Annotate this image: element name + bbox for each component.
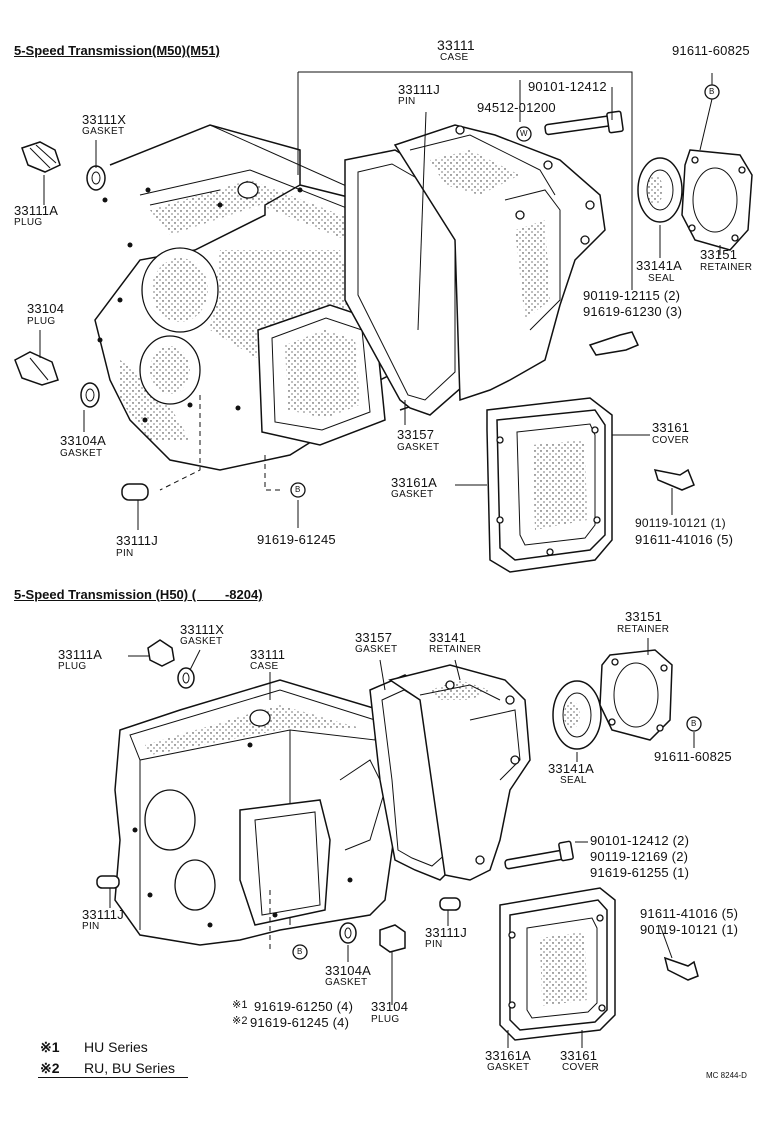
retainer151-bottom-pn: 33151 <box>625 609 663 624</box>
bolt-c-top: 90119-10121 (1) <box>635 516 726 530</box>
retainer-top-nm: RETAINER <box>700 262 753 273</box>
note1-pn: 91619-61250 (4) <box>254 999 354 1014</box>
pin-right-bottom-nm: PIN <box>425 939 443 950</box>
seal-bottom-pn: 33141A <box>548 761 595 776</box>
gasket-x-top-nm: GASKET <box>82 126 125 137</box>
seal-top-pn: 33141A <box>636 258 683 273</box>
case-bottom-pn: 33111 <box>250 647 286 662</box>
case-top-nm: CASE <box>440 52 469 63</box>
b-badge2-bottom: B <box>297 947 303 956</box>
gasket-x-bottom-nm: GASKET <box>180 636 223 647</box>
bolt-d-top: 91611-41016 (5) <box>635 532 734 547</box>
plug-a-bottom-nm: PLUG <box>58 661 87 672</box>
note2-pn: 91619-61245 (4) <box>250 1015 350 1030</box>
legend-underline <box>38 1077 188 1078</box>
case-bottom-drawing <box>114 679 396 946</box>
plug-a-bottom-pn: 33111A <box>58 647 103 662</box>
pin2-top-pn: 33111J <box>116 533 158 548</box>
gasket157-bottom-nm: GASKET <box>355 644 398 655</box>
retainer-bolt-top-pn: 91611-60825 <box>672 43 750 58</box>
washer-badge: W <box>520 129 528 138</box>
pin2-top-nm: PIN <box>116 548 134 559</box>
gasket-x-bottom-pn: 33111X <box>180 622 225 637</box>
gasket157-top-nm: GASKET <box>397 442 440 453</box>
plug-bottom-nm: PLUG <box>371 1014 400 1025</box>
seal-top-nm: SEAL <box>648 273 675 284</box>
retainer141-bottom-pn: 33141 <box>429 630 467 645</box>
footer-code: MC 8244-D <box>706 1071 747 1080</box>
plug-bottom-pn: 33104 <box>371 999 409 1014</box>
plug-top-pn: 33104 <box>27 301 65 316</box>
b-badge-bottom: B <box>691 719 697 728</box>
bolt-a-bottom: 90101-12412 (2) <box>590 833 690 848</box>
gasket-a-top-nm: GASKET <box>60 448 103 459</box>
cover-bottom-pn: 33161 <box>560 1048 598 1063</box>
bolt-c-bottom: 91619-61255 (1) <box>590 865 690 880</box>
cover-bottom-nm: COVER <box>562 1062 600 1073</box>
leader-lines-bottom <box>109 638 695 1048</box>
legend-text-2: RU, BU Series <box>84 1060 176 1076</box>
b-badge-top: B <box>709 87 715 96</box>
small-parts-top-drawing <box>14 84 720 501</box>
bolt-e-bottom: 90119-10121 (1) <box>640 922 739 937</box>
case-top-pn: 33111 <box>437 37 475 53</box>
b-badge2-top: B <box>295 485 301 494</box>
bolt-b-top: 91619-61230 (3) <box>583 304 683 319</box>
cgasket-top-pn: 33161A <box>391 475 438 490</box>
cover-top-pn: 33161 <box>652 420 690 435</box>
gasket-a-top-pn: 33104A <box>60 433 107 448</box>
legend-mark-1: ※1 <box>40 1039 60 1055</box>
cover-33161-bottom-drawing <box>499 887 616 1041</box>
extension-housing-top-drawing <box>393 124 606 402</box>
b-bottom-pn: 91611-60825 <box>654 749 732 764</box>
pin-top-pn: 33111J <box>398 82 440 97</box>
cover-top-nm: COVER <box>652 435 690 446</box>
legend-mark-2: ※2 <box>40 1060 60 1076</box>
seal-retainer-top-drawing <box>637 149 753 251</box>
bolt-top-pn: 90101-12412 <box>528 79 607 94</box>
cgasket-top-nm: GASKET <box>391 489 434 500</box>
gasket157-bottom-pn: 33157 <box>355 630 393 645</box>
leader-lines-top <box>39 71 721 530</box>
retainer141-bottom-nm: RETAINER <box>429 644 482 655</box>
section-title-bottom: 5-Speed Transmission (H50) ( -8204) <box>14 587 263 602</box>
plug-a-top-pn: 33111A <box>14 203 59 218</box>
pin-left-bottom-pn: 33111J <box>82 907 124 922</box>
retainer151-bottom-nm: RETAINER <box>617 624 670 635</box>
legend-text-1: HU Series <box>84 1039 148 1055</box>
pin-right-bottom-pn: 33111J <box>425 925 467 940</box>
bolt-b-bottom: 90119-12169 (2) <box>590 849 689 864</box>
small-parts-bottom-drawing <box>96 639 699 981</box>
retainer-top-pn: 33151 <box>700 247 738 262</box>
cgasket-bottom-pn: 33161A <box>485 1048 532 1063</box>
case-top-drawing <box>94 124 471 471</box>
seal-bottom-nm: SEAL <box>560 775 587 786</box>
gasket-a-bottom-nm: GASKET <box>325 977 368 988</box>
cover-33161-top-drawing <box>486 397 613 573</box>
pin-top-nm: PIN <box>398 96 416 107</box>
note2-ref: ※2 <box>232 1015 248 1027</box>
seal-retainer-bottom-drawing <box>552 649 702 750</box>
note1-ref: ※1 <box>232 999 248 1011</box>
bolt-a-top: 90119-12115 (2) <box>583 288 681 303</box>
cgasket-bottom-nm: GASKET <box>487 1062 530 1073</box>
plug-a-top-nm: PLUG <box>14 217 43 228</box>
bolt-d-bottom: 91611-41016 (5) <box>640 906 739 921</box>
gasket-a-bottom-pn: 33104A <box>325 963 372 978</box>
retainer-33141-bottom-drawing <box>388 664 531 881</box>
gasket-x-top-pn: 33111X <box>82 112 127 127</box>
pin-left-bottom-nm: PIN <box>82 921 100 932</box>
plug-top-nm: PLUG <box>27 316 56 327</box>
washer-top-pn: 94512-01200 <box>477 100 556 115</box>
b2-top-pn: 91619-61245 <box>257 532 336 547</box>
gasket157-top-pn: 33157 <box>397 427 435 442</box>
case-bottom-nm: CASE <box>250 661 279 672</box>
section-title-top: 5-Speed Transmission(M50)(M51) <box>14 43 220 58</box>
